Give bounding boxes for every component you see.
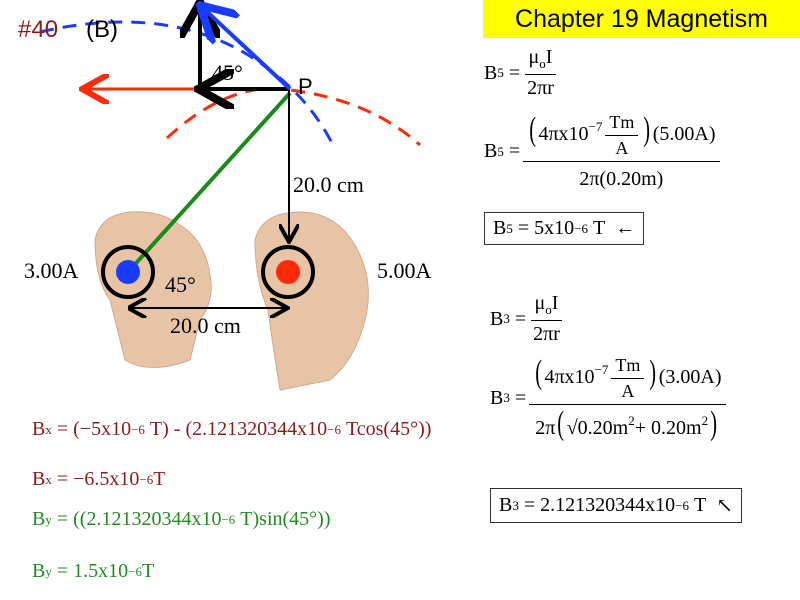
b5-field-line <box>165 87 422 147</box>
magnetic-field-diagram <box>39 0 422 391</box>
right-current-label: 5.00A <box>377 258 432 283</box>
angle-label-top: 45° <box>212 60 243 85</box>
left-wire-3A <box>116 260 140 284</box>
angle-label-bottom: 45° <box>165 272 196 297</box>
chapter-title: Chapter 19 Magnetism <box>483 0 800 38</box>
point-p-label: P <box>298 74 313 99</box>
horizontal-distance-label: 20.0 cm <box>170 313 241 338</box>
problem-number: #40 <box>18 16 59 43</box>
b3-field-line <box>39 20 335 146</box>
right-wire-ring <box>261 245 315 299</box>
vertical-distance-label: 20.0 cm <box>293 172 364 197</box>
right-wire-5A <box>276 260 300 284</box>
distance-line-green <box>126 91 292 274</box>
up-left-arrow-icon: ↖ <box>716 495 733 517</box>
left-arrow-icon: ← <box>615 217 636 239</box>
left-current-label: 3.00A <box>24 258 79 283</box>
left-wire-ring <box>101 245 155 299</box>
right-hand-image <box>254 211 369 391</box>
problem-part: (B) <box>86 16 118 43</box>
b3-vector-arrow <box>203 8 292 91</box>
